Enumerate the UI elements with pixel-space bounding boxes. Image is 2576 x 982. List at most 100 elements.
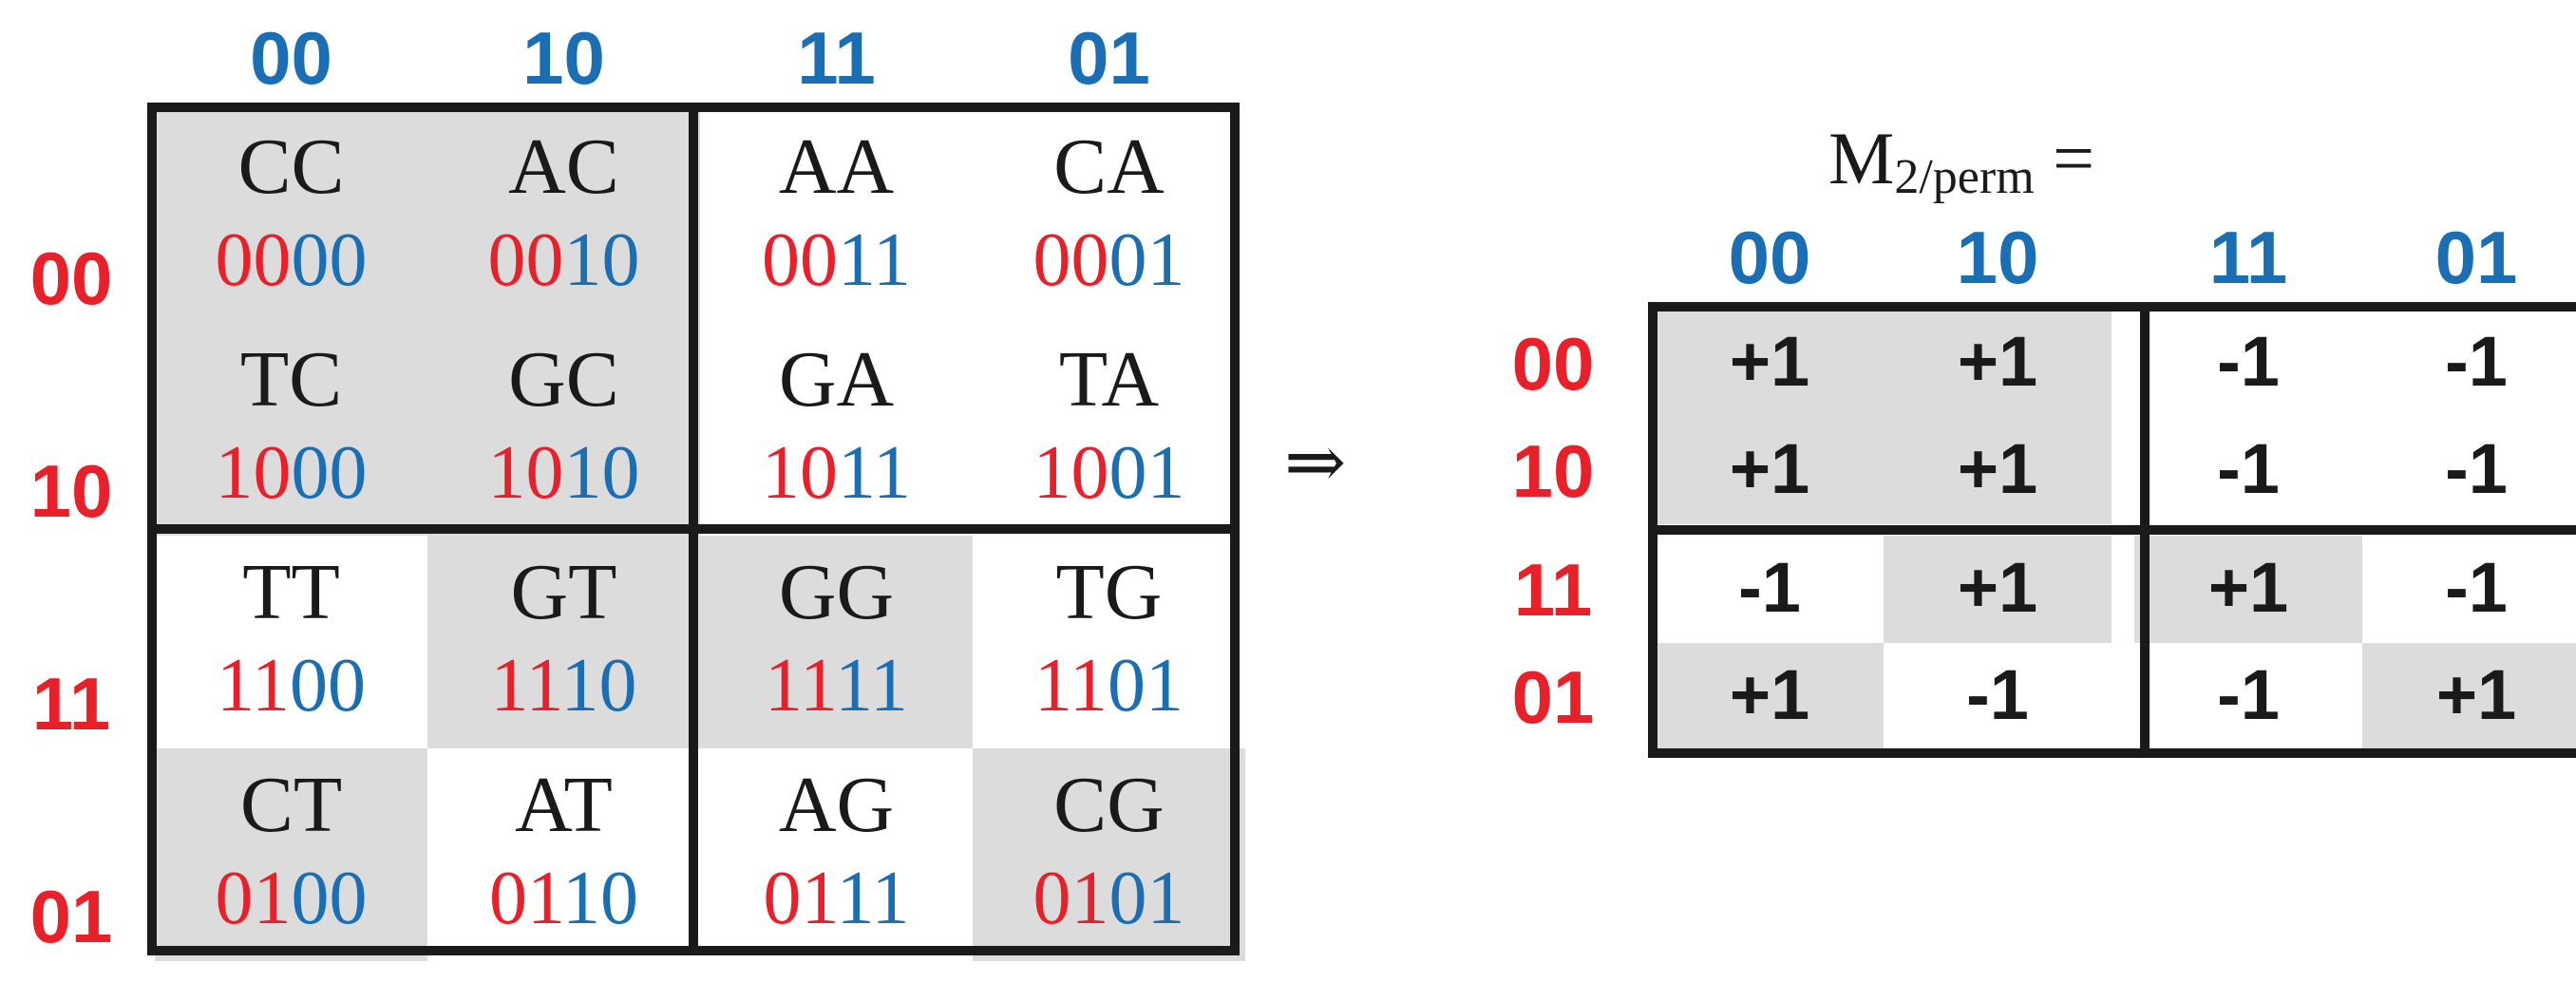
binary-code-row-part: 10 — [1032, 431, 1109, 515]
binary-code-col-part: 10 — [562, 857, 639, 940]
matrix-frame-line — [1648, 525, 2576, 535]
binary-code-row-part: 10 — [215, 431, 292, 515]
sign-value: +1 — [1957, 548, 2038, 627]
dinucleotide-label: TT — [242, 548, 340, 636]
binary-code-row-part: 11 — [490, 644, 561, 727]
sign-cell: -1 — [1884, 643, 2112, 750]
sign-cell: +1 — [1656, 310, 1884, 417]
binary-code-col-part: 01 — [1108, 218, 1185, 302]
binary-code-col-part: 10 — [560, 644, 637, 727]
sign-value: -1 — [2217, 655, 2280, 734]
binary-code: 1010 — [427, 435, 700, 511]
dinucleotide-label: CG — [1053, 761, 1165, 849]
sign-cell: -1 — [2362, 536, 2576, 643]
binary-code: 0000 — [155, 222, 427, 298]
dinucleotide-label: TC — [239, 335, 343, 424]
matrix-cell: TG 1101 — [973, 536, 1245, 748]
row-label: 00 — [29, 236, 113, 320]
binary-code-row-part: 00 — [487, 218, 564, 302]
sign-cell: +1 — [1656, 643, 1884, 750]
column-label: 10 — [522, 16, 605, 100]
matrix-cell: CT 0100 — [155, 748, 427, 961]
column-label: 01 — [1068, 16, 1150, 100]
binary-code: 0111 — [700, 860, 973, 936]
sign-cell: +1 — [1884, 417, 2112, 524]
binary-code-row-part: 01 — [1032, 857, 1109, 940]
column-label: 00 — [1728, 216, 1811, 299]
binary-code: 0110 — [427, 860, 700, 936]
binary-code-row-part: 11 — [764, 644, 836, 727]
binary-code-row-part: 10 — [761, 431, 838, 515]
row-label: 01 — [1511, 655, 1595, 739]
sign-value: +1 — [1729, 655, 1810, 734]
dinucleotide-label: CC — [237, 123, 345, 211]
sign-value: +1 — [1729, 322, 1810, 401]
binary-code: 1001 — [973, 435, 1245, 511]
sign-matrix: +1+1-1-1+1+1-1-1-1+1+1-1+1-1-1+1 — [1648, 302, 2576, 758]
column-label: 01 — [2434, 216, 2518, 299]
matrix-title-equals: = — [2034, 117, 2095, 199]
matrix-frame-line — [147, 524, 1240, 534]
binary-code-col-part: 00 — [291, 218, 368, 302]
sign-cell: +1 — [1656, 417, 1884, 524]
binary-code: 0011 — [700, 222, 973, 298]
binary-code-col-part: 01 — [1108, 857, 1185, 940]
binary-code: 0100 — [155, 860, 427, 936]
sign-cell: +1 — [2134, 536, 2362, 643]
binary-code-col-part: 10 — [563, 218, 640, 302]
dinucleotide-label: TG — [1055, 548, 1163, 636]
matrix-frame-line — [1648, 302, 2576, 312]
sign-cell: -1 — [2134, 310, 2362, 417]
binary-code-row-part: 10 — [487, 431, 564, 515]
binary-code-col-part: 01 — [1108, 431, 1185, 515]
column-label: 00 — [250, 16, 332, 100]
sign-cell: -1 — [1656, 536, 1884, 643]
sign-value: +1 — [1957, 429, 2038, 508]
binary-code: 1000 — [155, 435, 427, 511]
matrix-cell: AA 0011 — [700, 110, 973, 323]
row-label: 10 — [1511, 429, 1595, 513]
sign-value: -1 — [2217, 322, 2280, 401]
sign-value: -1 — [2445, 548, 2508, 627]
sign-cell: -1 — [2134, 643, 2362, 750]
binary-code: 1110 — [427, 648, 700, 724]
binary-code-row-part: 01 — [488, 857, 563, 940]
sign-value: -1 — [2217, 429, 2280, 508]
binary-code-col-part: 11 — [836, 857, 910, 940]
sign-value: +1 — [1957, 322, 2038, 401]
sign-cell: -1 — [2362, 310, 2576, 417]
sign-cell: -1 — [2362, 417, 2576, 524]
sign-value: +1 — [2207, 548, 2289, 627]
dinucleotide-label: GG — [778, 548, 895, 636]
sign-value: -1 — [1738, 548, 1801, 627]
sign-value: -1 — [1966, 655, 2029, 734]
binary-code-row-part: 11 — [1033, 644, 1108, 727]
binary-code-col-part: 00 — [291, 431, 368, 515]
binary-code-col-part: 11 — [835, 644, 909, 727]
binary-code-row-part: 00 — [215, 218, 292, 302]
sign-cell: -1 — [2134, 417, 2362, 524]
dinucleotide-label: CA — [1053, 123, 1165, 211]
dinucleotide-label: CT — [239, 761, 343, 849]
sign-value: +1 — [1729, 429, 1810, 508]
dinucleotide-label: AA — [778, 123, 895, 211]
column-label: 11 — [797, 16, 876, 100]
sign-cell: +1 — [2362, 643, 2576, 750]
binary-code: 1101 — [973, 648, 1245, 724]
binary-code: 0101 — [973, 860, 1245, 936]
binary-code-row-part: 11 — [216, 644, 291, 727]
binary-code-row-part: 01 — [763, 857, 837, 940]
binary-code-col-part: 10 — [563, 431, 640, 515]
row-label: 10 — [29, 449, 113, 533]
binary-code-col-part: 00 — [290, 644, 367, 727]
matrix-title: M2/perm = — [1828, 122, 2094, 202]
